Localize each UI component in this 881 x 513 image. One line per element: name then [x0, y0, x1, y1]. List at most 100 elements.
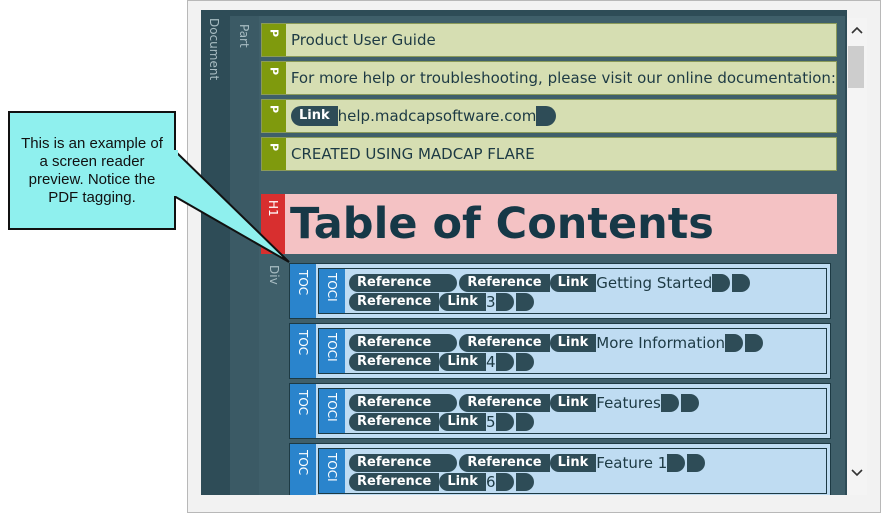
tag-end-cap [515, 413, 534, 431]
paragraph-text: Product User Guide [291, 31, 436, 49]
tag-end-cap [732, 274, 751, 292]
document-rail: Document [201, 10, 230, 495]
link-tag[interactable]: Link [549, 454, 597, 472]
callout-text: This is an example of a screen reader pr… [21, 134, 163, 206]
link-url[interactable]: help.madcapsoftware.com [337, 107, 537, 125]
toc-title[interactable]: Features [596, 394, 661, 412]
callout-box: This is an example of a screen reader pr… [8, 111, 176, 230]
paragraph-text: For more help or troubleshooting, please… [290, 69, 836, 87]
tag-end-cap [680, 394, 699, 412]
reference-tag: Reference [459, 334, 550, 352]
paragraph-row: P For more help or troubleshooting, plea… [261, 61, 837, 95]
link-tag[interactable]: Link [549, 394, 597, 412]
page-number: 3 [485, 293, 496, 311]
heading-row: H1 Table of Contents [261, 194, 837, 254]
tag-end-cap [439, 454, 458, 472]
reference-tag: Reference [349, 353, 440, 371]
p-tag: P [262, 62, 286, 94]
tag-end-cap [495, 473, 514, 491]
tag-end-cap [660, 394, 679, 412]
chevron-down-icon[interactable] [847, 463, 867, 483]
link-tag[interactable]: Link [439, 293, 486, 311]
link-tag[interactable]: Link [549, 274, 597, 292]
tag-end-cap [495, 413, 514, 431]
toci-tag: TOCI [319, 389, 345, 433]
heading-text: Table of Contents [290, 199, 714, 249]
toci-tag: TOCI [319, 449, 345, 493]
p-tag: P [262, 138, 286, 170]
toc-tag: TOC [290, 264, 316, 318]
div-rail: Div [261, 259, 288, 495]
toc-tag: TOC [290, 444, 316, 495]
link-tag[interactable]: Link [291, 106, 338, 126]
reference-tag: Reference [349, 394, 440, 412]
link-tag[interactable]: Link [439, 413, 486, 431]
toc-tag: TOC [290, 384, 316, 438]
toc-title[interactable]: Feature 1 [596, 454, 668, 472]
tag-end-cap [439, 394, 458, 412]
tag-end-cap [712, 274, 731, 292]
toc-title[interactable]: Getting Started [596, 274, 713, 292]
tag-end-cap [515, 473, 534, 491]
tag-end-cap [667, 454, 686, 472]
link-end-cap [536, 106, 557, 126]
tag-end-cap [515, 293, 534, 311]
p-tag: P [262, 24, 286, 56]
vertical-scrollbar[interactable] [847, 18, 867, 495]
screen-reader-preview: Document Part P Product User Guide P For… [201, 10, 847, 495]
reference-tag: Reference [349, 293, 440, 311]
toc-tag: TOC [290, 324, 316, 378]
reference-tag: Reference [459, 274, 550, 292]
tag-end-cap [439, 274, 458, 292]
paragraph-row: P Product User Guide [261, 23, 837, 57]
reference-tag: Reference [349, 454, 440, 472]
paragraph-row: P Link help.madcapsoftware.com [261, 99, 837, 133]
tag-end-cap [745, 334, 764, 352]
reference-tag: Reference [349, 473, 440, 491]
page-number: 4 [485, 353, 496, 371]
link-tag[interactable]: Link [549, 334, 597, 352]
tag-end-cap [495, 293, 514, 311]
reference-tag: Reference [459, 454, 550, 472]
tag-end-cap [495, 353, 514, 371]
link-tag[interactable]: Link [439, 473, 486, 491]
reference-tag: Reference [459, 394, 550, 412]
toc-title[interactable]: More Information [596, 334, 726, 352]
part-rail: Part [230, 16, 259, 495]
tag-end-cap [515, 353, 534, 371]
reference-tag: Reference [349, 413, 440, 431]
reference-tag: Reference [349, 334, 440, 352]
part-label: Part [237, 24, 251, 48]
scrollbar-thumb[interactable] [848, 46, 864, 88]
div-label: Div [267, 265, 281, 285]
link-tag[interactable]: Link [439, 353, 486, 371]
page-number: 6 [485, 473, 496, 491]
paragraph-row: P CREATED USING MADCAP FLARE [261, 137, 837, 171]
tag-end-cap [687, 454, 706, 472]
toci-tag: TOCI [319, 329, 345, 373]
page-number: 5 [485, 413, 496, 431]
reference-tag: Reference [349, 274, 440, 292]
document-label: Document [207, 18, 221, 81]
tag-end-cap [725, 334, 744, 352]
paragraph-text: CREATED USING MADCAP FLARE [291, 145, 535, 163]
chevron-up-icon[interactable] [847, 20, 867, 40]
p-tag: P [262, 100, 286, 132]
callout-seam [170, 150, 178, 196]
